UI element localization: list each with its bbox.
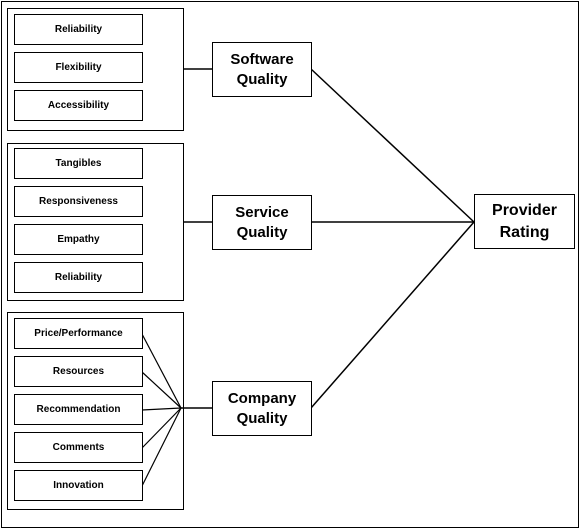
connector-company-item-4 xyxy=(141,407,182,449)
indicator-reliability-service: Reliability xyxy=(14,262,143,293)
connector-company-item-1 xyxy=(141,333,182,409)
indicator-innovation: Innovation xyxy=(14,470,143,501)
indicator-price-performance: Price/Performance xyxy=(14,318,143,349)
construct-software-quality: Software Quality xyxy=(212,42,312,97)
indicator-responsiveness: Responsiveness xyxy=(14,186,143,217)
connector-company-outcome xyxy=(310,221,475,409)
service-indicators-group xyxy=(7,143,184,301)
indicator-accessibility: Accessibility xyxy=(14,90,143,121)
connector-company-item-2 xyxy=(141,371,182,409)
indicator-resources: Resources xyxy=(14,356,143,387)
construct-company-quality: Company Quality xyxy=(212,381,312,436)
connector-company-item-5 xyxy=(141,407,182,487)
indicator-reliability: Reliability xyxy=(14,14,143,45)
outcome-provider-rating: Provider Rating xyxy=(474,194,575,249)
indicator-comments: Comments xyxy=(14,432,143,463)
indicator-tangibles: Tangibles xyxy=(14,148,143,179)
indicator-empathy: Empathy xyxy=(14,224,143,255)
construct-service-quality: Service Quality xyxy=(212,195,312,250)
connector-company-item-3 xyxy=(141,407,182,411)
company-indicators-group xyxy=(7,312,184,510)
indicator-recommendation: Recommendation xyxy=(14,394,143,425)
connector-software-outcome xyxy=(310,68,475,223)
software-indicators-group xyxy=(7,8,184,131)
indicator-flexibility: Flexibility xyxy=(14,52,143,83)
